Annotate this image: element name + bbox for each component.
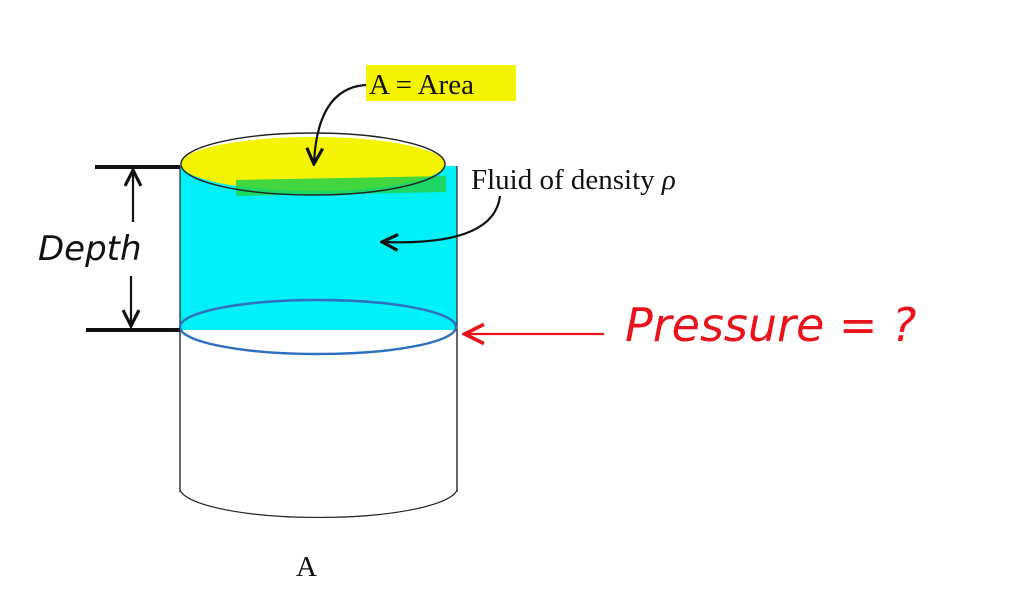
area-label-highlight [366,65,516,101]
lower-cylinder [179,330,458,519]
depth-label: Depth [38,229,142,269]
fluid-arrow [384,195,502,242]
pressure-label: Pressure = ? [625,298,916,352]
fluid-label: Fluid of density ρ [471,164,676,196]
top-ellipse-outline [180,132,446,196]
top-surface-shadow [236,176,446,196]
interface-surface [178,298,458,356]
fluid-column [180,166,457,358]
top-surface-cyan-edge [180,186,457,209]
area-label: A = Area [369,69,474,101]
density-symbol: ρ [661,164,676,196]
bottom-area-label: A [296,551,317,583]
area-arrow [314,83,367,162]
fluid-label-text: Fluid of density [471,164,662,196]
